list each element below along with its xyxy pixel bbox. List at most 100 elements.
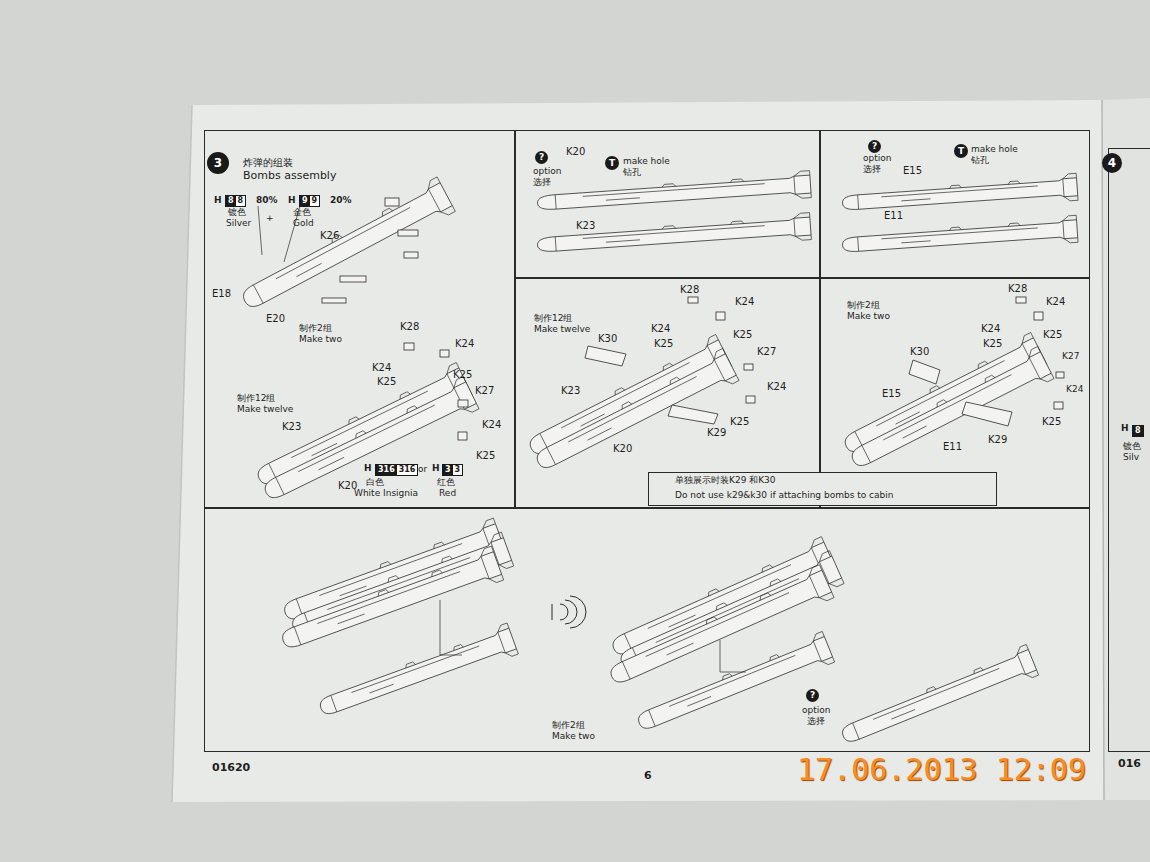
page-edge — [172, 105, 192, 802]
panel-text: 选择 — [863, 165, 881, 175]
bomb-drawing — [842, 173, 1079, 216]
paint-number: 3 — [453, 465, 463, 475]
part-number: E15 — [882, 388, 901, 399]
bomb-drawing — [837, 644, 1039, 751]
paint-code: H — [1121, 424, 1129, 434]
step-number: ? — [539, 153, 544, 162]
step-circle: 3 — [207, 152, 229, 174]
part-number: K24 — [372, 362, 391, 373]
note-text: + — [266, 214, 274, 224]
part-drawing — [746, 396, 755, 403]
bomb-drawing — [315, 623, 518, 724]
step-panel: 制作2组Make twooption选择? — [204, 508, 1090, 752]
paint-number: 8 — [226, 196, 236, 206]
part-number: E11 — [884, 210, 903, 221]
note-text: K27 — [1062, 352, 1079, 362]
step-panel: 镀色Silv48 — [1108, 148, 1150, 752]
paint-chip: 8 — [1132, 425, 1144, 437]
part-number: K30 — [910, 346, 929, 357]
part-number: K24 — [735, 296, 754, 307]
panel-text: 制作2组 — [299, 324, 332, 334]
part-number: K24 — [1046, 296, 1065, 307]
step-number: T — [609, 159, 615, 168]
bomb-drawing — [842, 215, 1079, 258]
part-drawing — [1016, 297, 1026, 303]
note-text: K24 — [1066, 385, 1083, 395]
paint-number: 8 — [1133, 426, 1143, 436]
panel-heading: option — [533, 167, 561, 177]
part-number: K28 — [680, 284, 699, 295]
panel-text: Bombs assembly — [243, 170, 336, 182]
photo-timestamp: 17.06.2013 12:09 — [797, 755, 1086, 785]
part-drawing — [398, 230, 418, 236]
part-number: K28 — [1008, 283, 1027, 294]
note-text: or — [418, 465, 427, 475]
note-text: Silver — [226, 219, 251, 229]
step-circle: 4 — [1102, 153, 1122, 173]
part-number: E11 — [943, 441, 962, 452]
leader-line — [440, 600, 462, 655]
paint-number: 3 — [443, 465, 453, 475]
part-drawing — [1034, 312, 1043, 320]
page-footer: 01620 — [212, 762, 250, 774]
part-number: K25 — [983, 338, 1002, 349]
paint-number: 316 — [376, 465, 397, 475]
panel-heading: 制作2组 — [847, 301, 880, 311]
panel-text: Make two — [847, 312, 890, 322]
part-drawing — [458, 400, 468, 407]
part-number: K20 — [613, 443, 632, 454]
part-drawing — [744, 364, 753, 370]
part-number: K25 — [1042, 416, 1061, 427]
paint-code: 20% — [330, 196, 352, 206]
page-footer: 6 — [644, 770, 652, 782]
bomb-drawing — [236, 177, 456, 318]
part-number: K25 — [733, 329, 752, 340]
bomb-drawing — [537, 171, 812, 217]
step-panel: 炸弹的组装Bombs assembly制作2组Make two制作12组Make… — [204, 130, 515, 508]
panel-heading: 制作2组 — [552, 721, 585, 731]
panel-heading: 炸弹的组装 — [243, 157, 293, 168]
part-number: E18 — [212, 288, 231, 299]
panel-text: Make two — [299, 335, 342, 345]
step-number: T — [958, 147, 964, 156]
note-text: 金色 — [293, 208, 311, 218]
part-number: K24 — [482, 419, 501, 430]
part-number: E20 — [266, 313, 285, 324]
part-number: K24 — [767, 381, 786, 392]
panel-text: make hole — [623, 157, 670, 167]
part-drawing — [716, 312, 725, 320]
panel-text: Make twelve — [237, 405, 293, 415]
part-number: K29 — [988, 434, 1007, 445]
note-text: 镀色 — [228, 208, 246, 218]
step-panel: option选择make hole钻孔?T — [820, 130, 1090, 278]
paint-number: 8 — [236, 196, 246, 206]
panel-heading: option — [863, 154, 891, 164]
part-drawing — [385, 198, 399, 206]
note-text: Gold — [293, 219, 314, 229]
bomb-drawing — [537, 213, 812, 259]
part-number: K27 — [475, 385, 494, 396]
step-circle: T — [605, 156, 619, 170]
part-drawing — [404, 252, 418, 258]
next-page — [1102, 98, 1150, 800]
part-number: K24 — [981, 323, 1000, 334]
paint-code: H — [288, 196, 296, 206]
part-drawing — [1054, 402, 1063, 409]
page-footer: 016 — [1118, 758, 1141, 770]
paint-number: 316 — [397, 465, 418, 475]
part-number: K29 — [707, 427, 726, 438]
part-number: K26 — [320, 230, 339, 241]
panel-text: 钻孔 — [971, 156, 989, 166]
part-number: K20 — [566, 146, 585, 157]
part-number: K24 — [455, 338, 474, 349]
step-panel: option选择make hole钻孔?T — [515, 130, 820, 278]
part-number: K27 — [757, 346, 776, 357]
arrow-symbol — [552, 596, 586, 628]
fin-drawing — [585, 346, 626, 366]
part-number: K25 — [476, 450, 495, 461]
bomb-drawing — [530, 348, 739, 478]
panel-text: Make twelve — [534, 325, 590, 335]
part-drawing — [322, 298, 346, 303]
paint-code: 80% — [256, 196, 278, 206]
